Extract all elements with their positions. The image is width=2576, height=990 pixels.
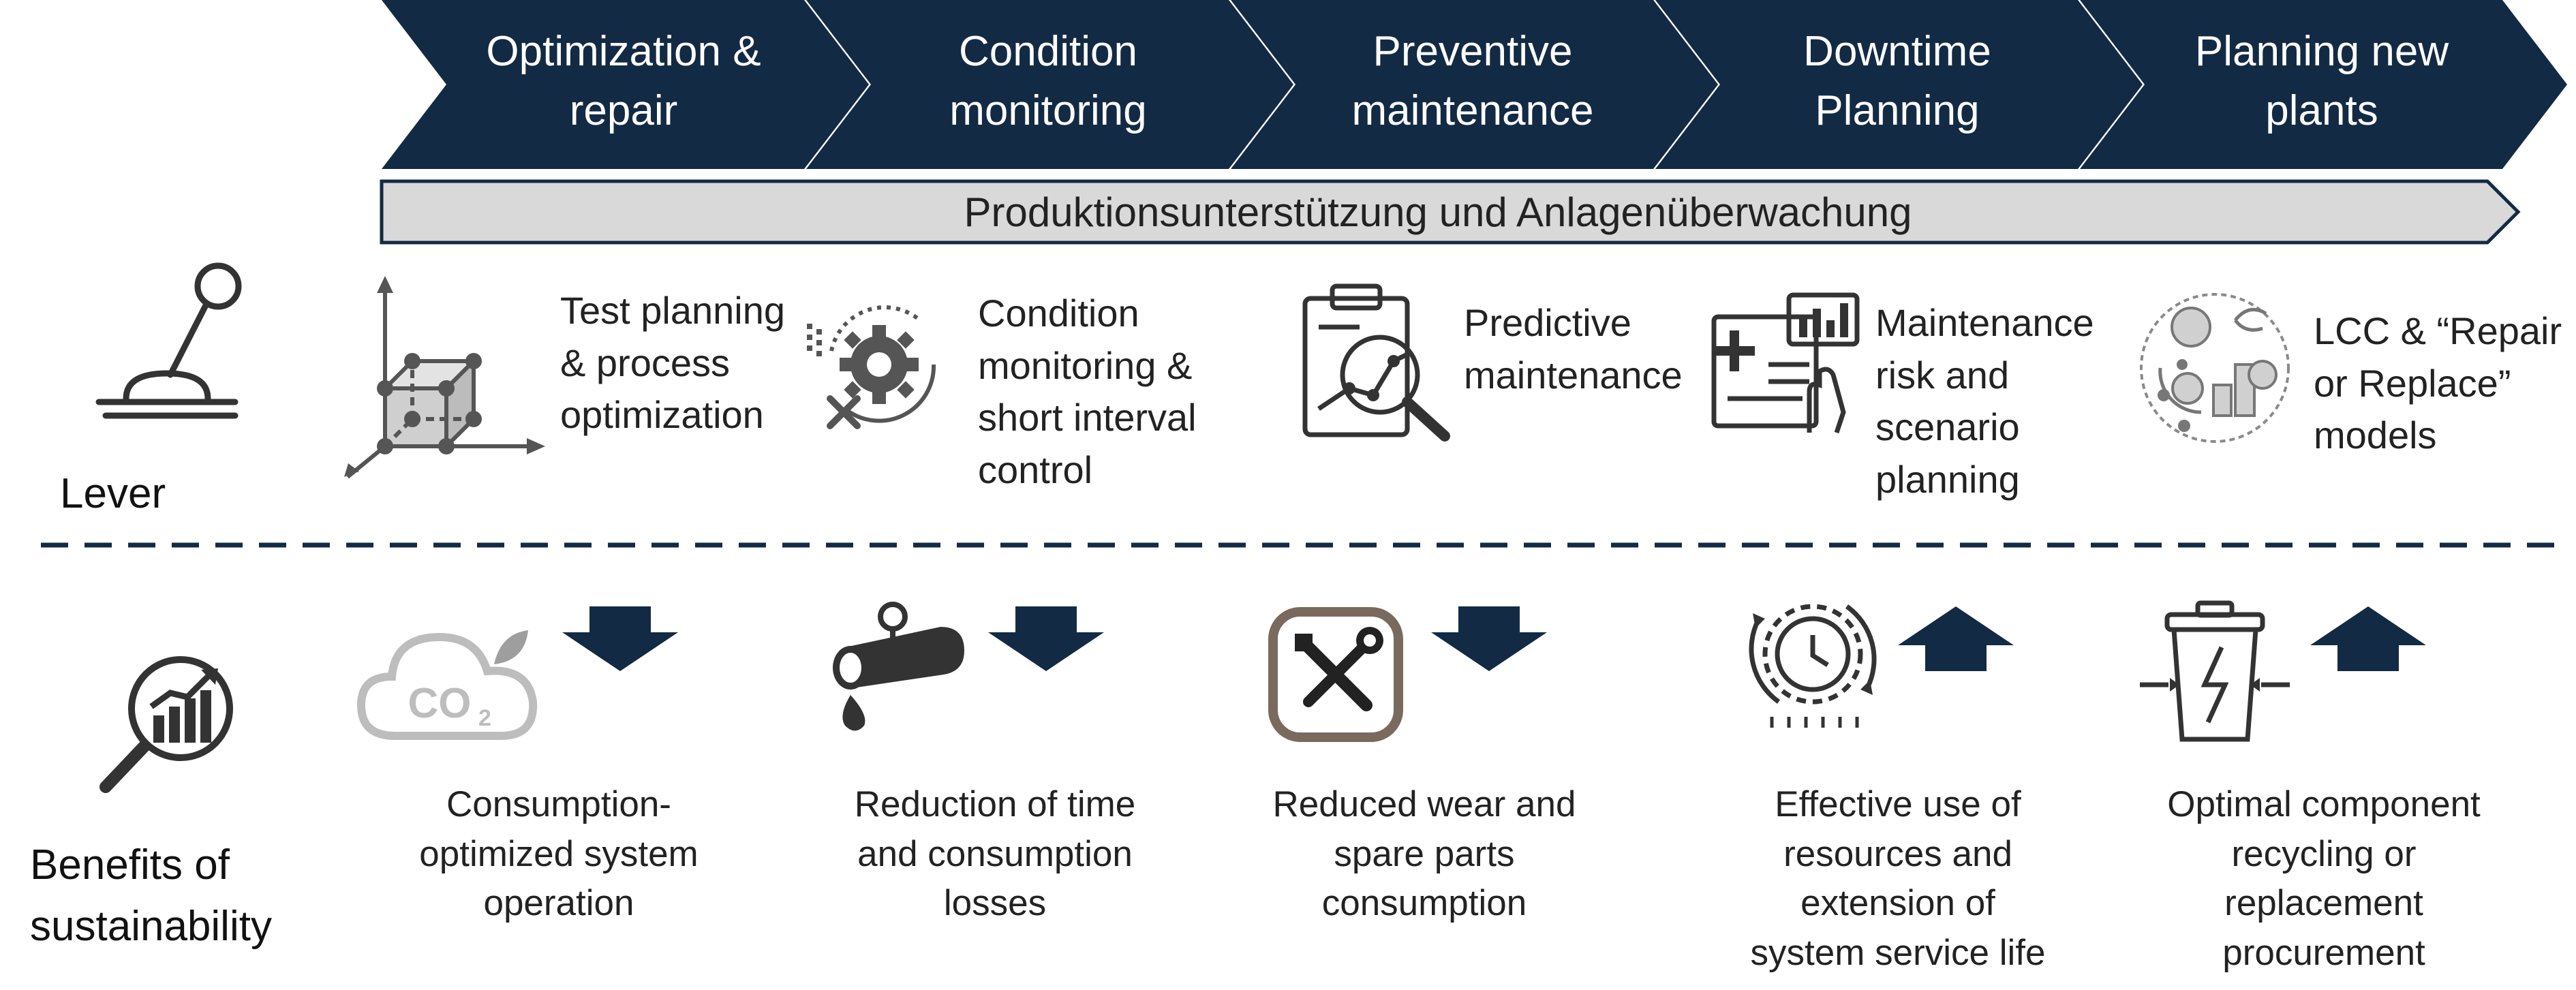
down-arrow-icon xyxy=(988,606,1104,671)
lever-icon xyxy=(95,262,242,419)
chevron-optimization-repair xyxy=(382,0,869,169)
benefits-label: Benefits of sustainability xyxy=(30,841,272,950)
phase-label-3: Preventive maintenance xyxy=(1351,28,1594,134)
lever-label: Lever xyxy=(60,470,166,517)
chevron-preventive-maintenance xyxy=(1231,0,1718,169)
svg-text:2: 2 xyxy=(478,705,491,731)
wrench-screwdriver-icon xyxy=(1268,607,1403,742)
magnifier-growth-icon xyxy=(99,656,233,793)
report-chart-hand-icon xyxy=(1711,292,1860,434)
down-arrow-icon xyxy=(1431,606,1547,671)
benefit-text-2: Reduction of time and consumption losses xyxy=(854,784,1136,924)
phase-label-1: Optimization & repair xyxy=(486,28,761,134)
leaking-pipe-icon xyxy=(833,602,964,731)
svg-text:CO: CO xyxy=(408,680,472,727)
up-arrow-icon xyxy=(2310,606,2426,671)
up-arrow-icon xyxy=(1898,606,2014,671)
benefit-text-1: Consumption- optimized system operation xyxy=(419,784,699,924)
lever-text-2: Condition monitoring & short interval co… xyxy=(978,292,1197,492)
benefit-text-4: Effective use of resources and extension… xyxy=(1750,784,2046,973)
lever-text-5: LCC & “Repair or Replace” models xyxy=(2314,309,2562,457)
banner-label: Produktionsunterstützung und Anlagenüber… xyxy=(964,189,1912,235)
recycle-bin-icon xyxy=(2140,600,2290,742)
lever-text-1: Test planning & process optimization xyxy=(560,289,786,437)
chevron-condition-monitoring xyxy=(806,0,1293,169)
co2-cloud-icon: CO 2 xyxy=(356,630,538,740)
clock-gear-icon xyxy=(1749,604,1877,728)
process-chevrons xyxy=(382,0,2567,169)
lever-text-4: Maintenance risk and scenario planning xyxy=(1875,301,2094,501)
phase-label-5: Planning new plants xyxy=(2194,28,2449,134)
clipboard-chart-magnifier-icon xyxy=(1302,283,1450,442)
section-divider xyxy=(41,542,2562,548)
gear-tools-cycle-icon xyxy=(807,305,936,429)
phase-label-2: Condition monitoring xyxy=(949,28,1147,134)
lifecycle-cost-icon xyxy=(2140,293,2290,443)
down-arrow-icon xyxy=(562,606,678,671)
chevron-planning-new-plants xyxy=(2080,0,2567,169)
benefit-text-3: Reduced wear and spare parts consumption xyxy=(1272,784,1576,924)
phase-label-4: Downtime Planning xyxy=(1803,28,1991,134)
lever-text-3: Predictive maintenance xyxy=(1464,301,1683,397)
banner-arrow xyxy=(380,179,2521,245)
3d-cube-axes-icon xyxy=(344,276,545,479)
chevron-downtime-planning xyxy=(1655,0,2143,169)
benefit-text-5: Optimal component recycling or replaceme… xyxy=(2167,784,2481,973)
